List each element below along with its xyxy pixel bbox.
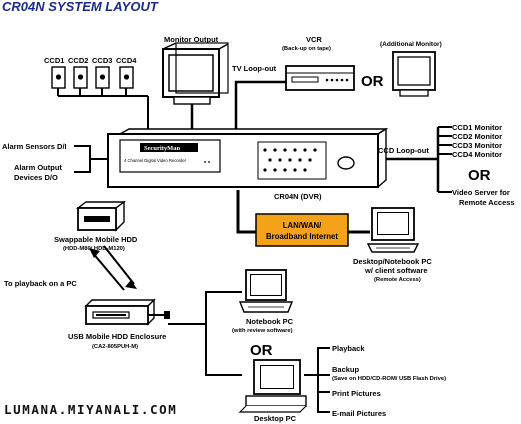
remote-desktop-pc-icon bbox=[366, 207, 420, 253]
additional-monitor-label: (Additional Monitor) bbox=[380, 41, 442, 48]
lan-line-1: LAN/WAN/ bbox=[283, 221, 322, 230]
vcr-label: VCR bbox=[306, 35, 322, 44]
playback-pc-label: To playback on a PC bbox=[4, 279, 77, 288]
notebook-pc-icon bbox=[238, 269, 294, 313]
usb-enclosure-icon bbox=[84, 298, 170, 326]
video-server-label: Video Server for bbox=[452, 188, 510, 197]
alarm-output-label: Alarm Output bbox=[14, 163, 62, 172]
function-backup: Backup bbox=[332, 365, 360, 374]
function-email: E-mail Pictures bbox=[332, 409, 386, 418]
dvr-unit: SecurityMan 4 Channel Digital Video Reco… bbox=[107, 127, 389, 189]
dvr-brand: SecurityMan bbox=[144, 145, 180, 152]
client-software-label: w/ client software bbox=[364, 266, 428, 275]
vcr-icon bbox=[285, 65, 355, 91]
camera-icon-3 bbox=[95, 66, 110, 89]
crt-monitor-icon bbox=[162, 42, 229, 105]
dvr-subtitle: 4 Channel Digital Video Recorder bbox=[124, 158, 187, 163]
remote-access-label: Remote Access bbox=[459, 198, 515, 207]
camera-icon-4 bbox=[119, 66, 134, 89]
lan-box: LAN/WAN/ Broadband Internet bbox=[255, 213, 349, 247]
function-backup-sub: (Save on HDD/CD-ROM/ USB Flash Drive) bbox=[332, 376, 446, 382]
camera-icon-2 bbox=[73, 66, 88, 89]
usb-model-label: (CA2-805PUH-M) bbox=[92, 344, 138, 350]
camera-icon-1 bbox=[51, 66, 66, 89]
ccd-monitor-1: CCD1 Monitor bbox=[452, 123, 502, 132]
desktop-notebook-label: Desktop/Notebook PC bbox=[353, 257, 432, 266]
ccd-monitor-2: CCD2 Monitor bbox=[452, 132, 502, 141]
function-playback: Playback bbox=[332, 344, 365, 353]
hdd-label: Swappable Mobile HDD bbox=[54, 235, 138, 244]
additional-monitor-icon bbox=[392, 51, 436, 97]
dvr-button-grid bbox=[263, 148, 317, 172]
or-label-right: OR bbox=[468, 167, 491, 184]
dvr-model-label: CR04N (DVR) bbox=[274, 192, 322, 201]
or-label-top: OR bbox=[361, 73, 384, 90]
ccd-monitor-3: CCD3 Monitor bbox=[452, 141, 502, 150]
ccd-monitor-4: CCD4 Monitor bbox=[452, 150, 502, 159]
or-label-bottom: OR bbox=[250, 342, 273, 359]
swappable-hdd-icon bbox=[75, 200, 127, 232]
monitor-output-label: Monitor Output bbox=[164, 35, 219, 44]
connector-lines bbox=[57, 80, 452, 413]
lan-line-2: Broadband Internet bbox=[266, 232, 338, 241]
vcr-sub-label: (Back-up on tape) bbox=[282, 46, 331, 52]
ccd-loop-out-label: CCD Loop-out bbox=[378, 146, 429, 155]
notebook-sub-label: (with review software) bbox=[232, 328, 293, 334]
tv-loop-out-label: TV Loop-out bbox=[232, 64, 277, 73]
remote-access-sub-label: (Remote Access) bbox=[374, 277, 421, 283]
desktop-pc-icon bbox=[238, 359, 307, 413]
alarm-sensors-label: Alarm Sensors D/I bbox=[2, 142, 67, 151]
ccd-label-4: CCD4 bbox=[116, 56, 137, 65]
usb-enclosure-label: USB Mobile HDD Enclosure bbox=[68, 332, 166, 341]
ccd-cameras: CCD1 CCD2 CCD3 CCD4 bbox=[44, 56, 137, 89]
ccd-label-1: CCD1 bbox=[44, 56, 64, 65]
hdd-model-label: (HDD-M80/ HDD-M120) bbox=[63, 246, 125, 252]
function-print: Print Pictures bbox=[332, 389, 381, 398]
notebook-pc-label: Notebook PC bbox=[246, 317, 294, 326]
watermark: LUMANA.MIYANALI.COM bbox=[4, 402, 177, 417]
diagram-title: CR04N SYSTEM LAYOUT bbox=[2, 0, 159, 14]
ccd-label-3: CCD3 bbox=[92, 56, 112, 65]
desktop-pc-label: Desktop PC bbox=[254, 414, 297, 423]
ccd-label-2: CCD2 bbox=[68, 56, 88, 65]
alarm-devices-label: Devices D/O bbox=[14, 173, 58, 182]
